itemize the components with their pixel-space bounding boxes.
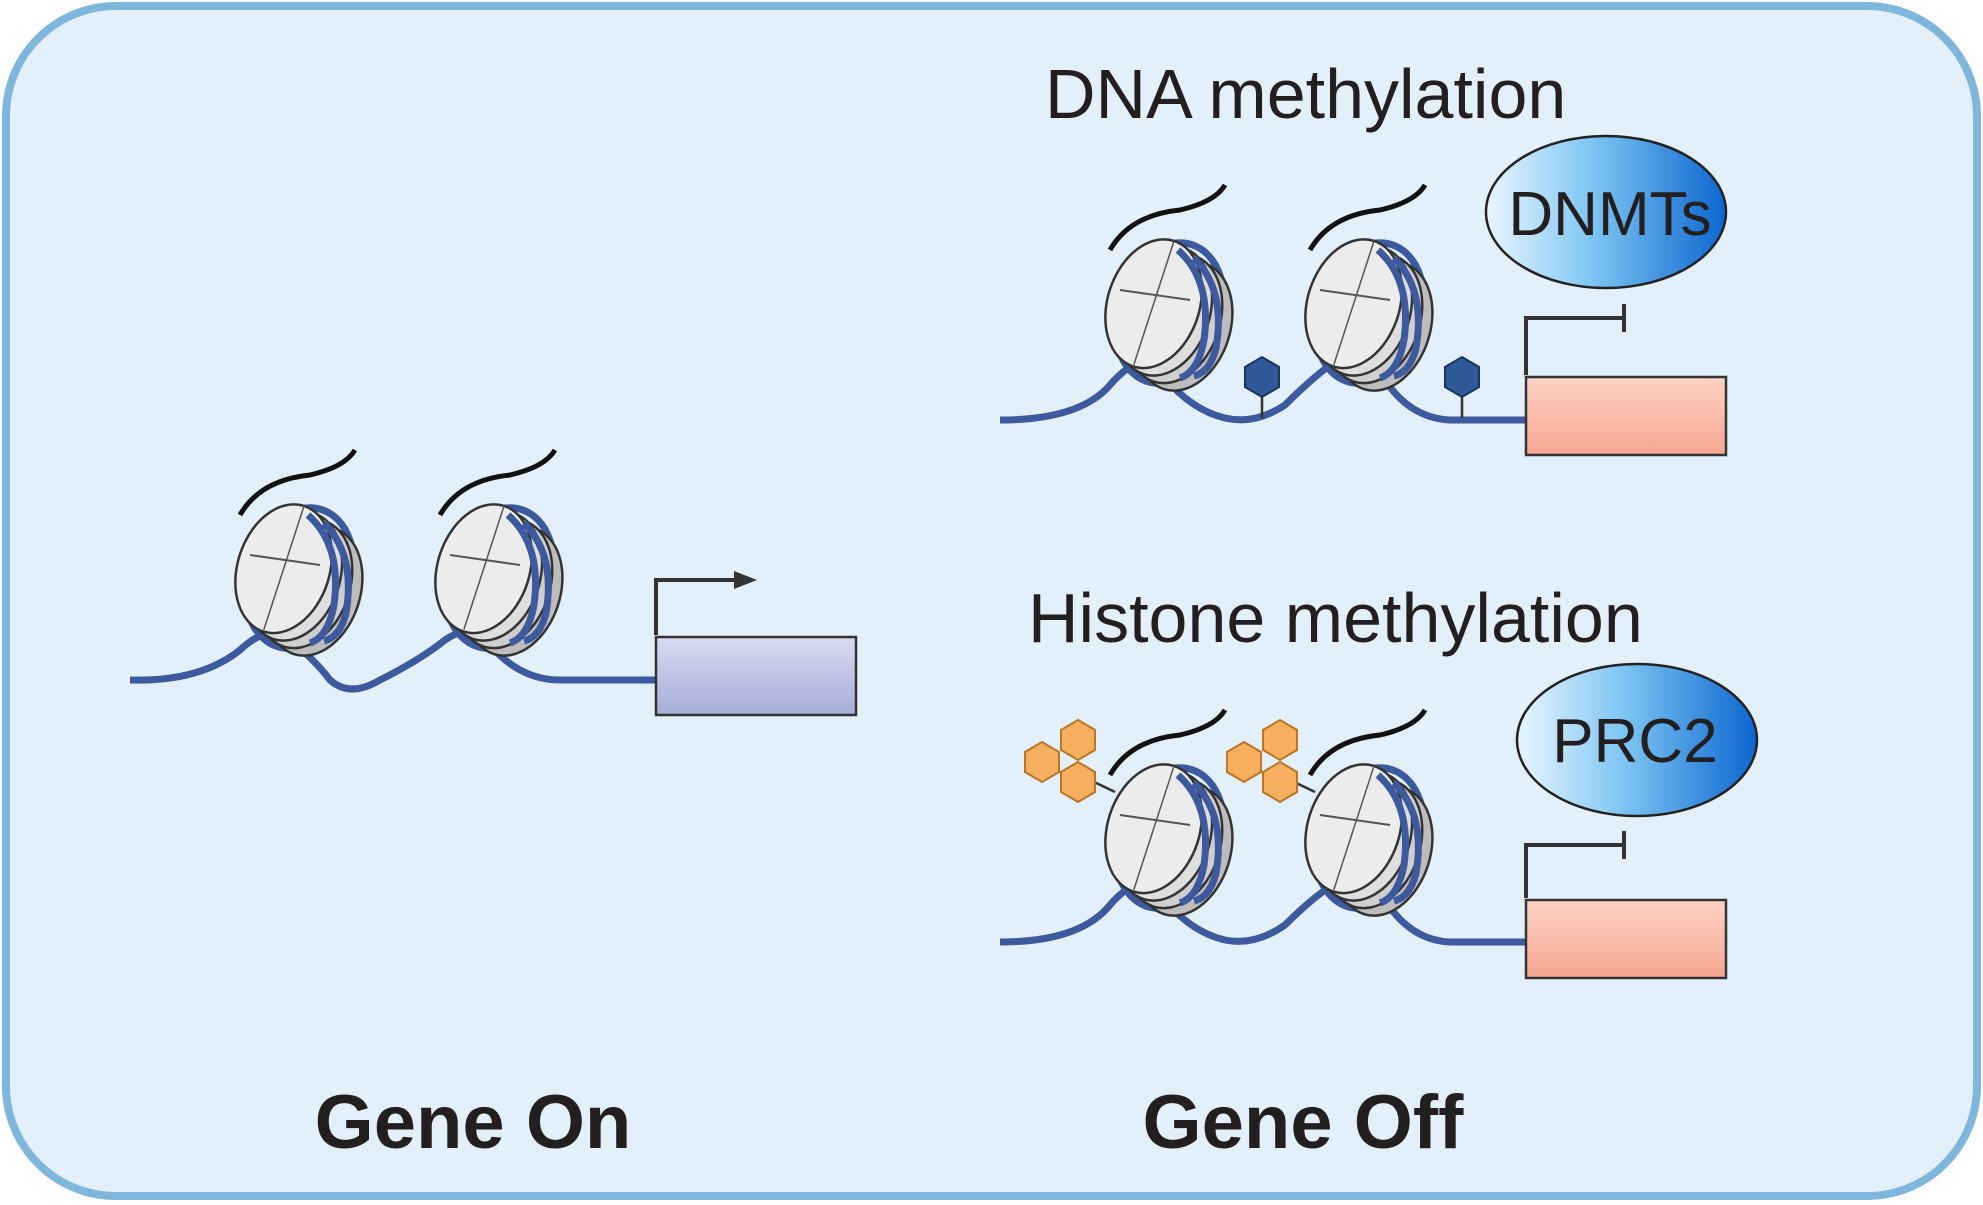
silenced-gene-box	[1524, 898, 1728, 980]
prc2-enzyme: PRC2	[1515, 662, 1759, 818]
hexagon-cluster-icon	[1024, 719, 1116, 803]
gene-off-label: Gene Off	[1143, 1080, 1465, 1165]
hexagon-cluster-icon	[1226, 719, 1316, 803]
hexagon-icon	[1444, 356, 1480, 418]
dna-methylation-group: DNA methylation DNMTs	[999, 55, 1728, 457]
arrow-right-icon	[654, 571, 757, 635]
histone-methylation-group: Histone methylation PRC2	[999, 579, 1759, 980]
dnmts-enzyme: DNMTs	[1484, 134, 1728, 290]
dna-methylation-label: DNA methylation	[1045, 55, 1566, 133]
prc2-label: PRC2	[1552, 707, 1717, 776]
hexagon-icon	[1244, 356, 1280, 418]
blocked-arrow-icon	[1524, 304, 1626, 375]
gene-on-label: Gene On	[315, 1080, 632, 1165]
dnmts-label: DNMTs	[1508, 180, 1711, 249]
gene-on-group	[129, 450, 858, 717]
active-gene-box	[654, 635, 858, 717]
silenced-gene-box	[1524, 375, 1728, 457]
blocked-arrow-icon	[1524, 831, 1626, 898]
histone-methylation-label: Histone methylation	[1028, 579, 1643, 657]
